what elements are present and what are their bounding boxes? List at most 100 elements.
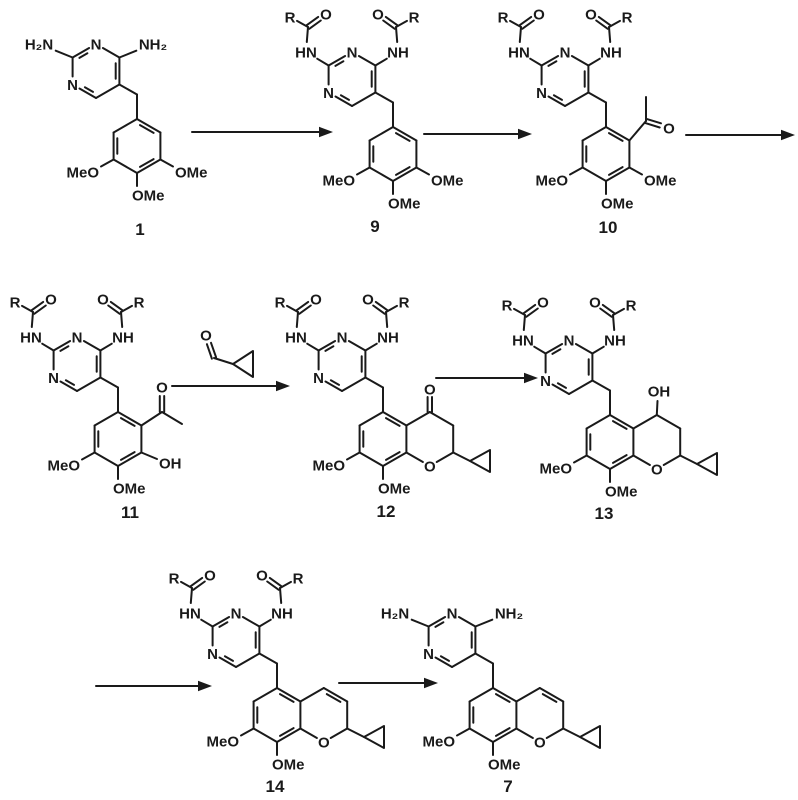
bond-line [358, 451, 384, 467]
bond-line [118, 83, 138, 96]
bond-line [334, 95, 353, 107]
bond-line [252, 727, 278, 743]
compound-number-label: 9 [370, 217, 379, 236]
bond-line [368, 166, 394, 182]
bond-line [112, 118, 138, 134]
aldehyde-o-label: O [200, 327, 212, 344]
reaction-arrow-4 [171, 380, 290, 392]
r-group-label: R [626, 297, 637, 314]
bond-line [405, 451, 424, 463]
amino-label: H₂N [25, 36, 53, 53]
double-bond-inner [608, 166, 624, 176]
double-bond-line [382, 19, 396, 30]
ring-n-label: N [347, 44, 358, 61]
bond-line [385, 311, 389, 328]
double-bond-line [192, 580, 206, 591]
pyran-o-label: O [424, 458, 436, 475]
r-group-label: R [134, 294, 145, 311]
double-bond-inner [495, 693, 511, 703]
r-group-label: R [502, 297, 513, 314]
bond-line [200, 618, 214, 628]
bond-line [279, 580, 292, 589]
double-bond-line [30, 300, 45, 312]
bond-line [299, 727, 318, 739]
bond-line [513, 307, 526, 316]
bond-line [305, 26, 309, 43]
bond-line [140, 411, 163, 427]
double-bond-line [109, 300, 124, 312]
bond-line [322, 687, 349, 703]
bond-line [392, 126, 418, 142]
amino-label: NH₂ [495, 605, 523, 622]
ring-n-label: N [313, 370, 324, 387]
double-bond-line [107, 304, 121, 315]
bond-line [540, 55, 560, 67]
double-bond-inner [83, 86, 94, 93]
amide-nh-label: HN [179, 605, 201, 622]
methoxy-label: OMe [132, 187, 165, 204]
bond-line [570, 55, 590, 67]
double-bond-inner [223, 655, 234, 662]
cyclopropyl-ring [696, 452, 718, 476]
bond-line [562, 727, 581, 738]
bond-line [382, 451, 408, 467]
bond-line [427, 616, 447, 628]
bond-line [628, 120, 647, 142]
ketone-o-label: O [663, 120, 675, 137]
double-bond-inner [64, 379, 75, 386]
bond-line [569, 166, 584, 176]
bond-line [457, 616, 477, 628]
bond-line [585, 414, 611, 430]
double-bond-inner [279, 693, 295, 703]
bond-line [468, 727, 494, 743]
double-bond-inner [78, 52, 89, 59]
reaction-arrow-6 [95, 680, 212, 692]
double-bond-inner [139, 124, 155, 134]
double-bond-inner [139, 158, 155, 168]
double-bond-line [599, 307, 613, 318]
bond-line [213, 357, 234, 365]
bond-line [368, 126, 394, 142]
bond-line [632, 414, 658, 430]
arrowhead [424, 677, 438, 689]
r-group-label: R [275, 294, 286, 311]
r-group-label: R [399, 294, 410, 311]
double-bond-inner [120, 417, 136, 427]
bond-line [218, 656, 237, 668]
ring-n-label: N [540, 373, 551, 390]
bond-line [405, 411, 431, 427]
pyran-o-label: O [651, 461, 663, 478]
double-bond-line [521, 19, 535, 30]
bond-line [346, 451, 361, 461]
double-bond-line [601, 303, 616, 315]
amino-label: H₂N [381, 605, 409, 622]
double-bond-line [210, 341, 218, 359]
bond-line [93, 411, 119, 427]
amide-nh-label: NH [604, 332, 626, 349]
r-group-label: R [285, 9, 296, 26]
double-bond-line [645, 117, 662, 125]
bond-line [252, 687, 278, 703]
bond-line [286, 304, 299, 313]
bond-line [364, 342, 378, 352]
double-bond-inner [334, 60, 345, 67]
bond-line [574, 343, 594, 355]
compound-number-label: 7 [503, 777, 512, 796]
bond-line [415, 166, 430, 176]
amide-o-label: O [372, 6, 384, 23]
bond-line [364, 376, 384, 389]
pyran-o-label: O [534, 734, 546, 751]
methoxy-label: OMe [601, 195, 634, 212]
bond-line [608, 26, 612, 43]
bond-line [159, 158, 174, 168]
bond-line [93, 451, 119, 467]
double-bond-inner [434, 621, 445, 628]
amide-nh-label: NH [600, 44, 622, 61]
r-group-label: R [622, 9, 633, 26]
bond-line [276, 727, 302, 743]
r-group-label: R [10, 294, 21, 311]
bond-line [374, 57, 388, 67]
double-bond-inner [547, 60, 558, 67]
